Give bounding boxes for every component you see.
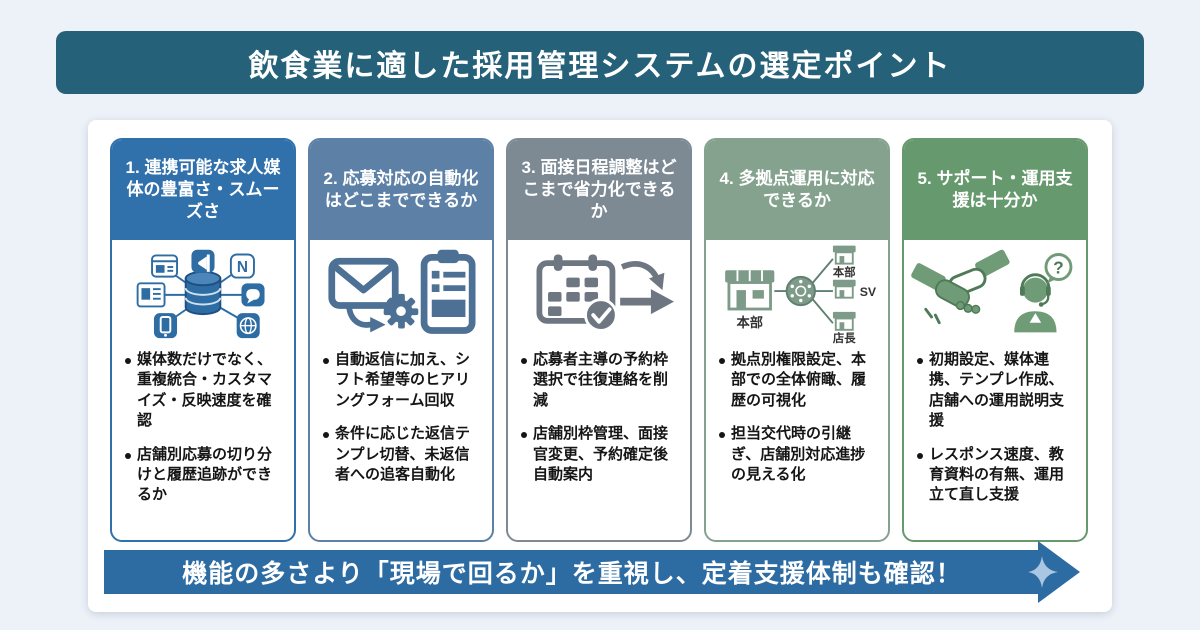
store-label-branch-top: 本部 [833, 265, 856, 279]
point-card-2-title: 2. 応募対応の自動化はどこまでできるか [323, 168, 479, 210]
points-row: 1. 連携可能な求人媒体の豊富さ・スムーズさ [110, 138, 1088, 542]
main-card: 1. 連携可能な求人媒体の豊富さ・スムーズさ [88, 120, 1112, 612]
store-label-hq-main: 本部 [737, 314, 763, 330]
bullet-item: 担当交代時の引継ぎ、店舗別対応進捗の見える化 [718, 424, 878, 485]
point-card-4: 4. 多拠点運用に対応できるか [704, 138, 890, 542]
bullet-item: 初期設定、媒体連携、テンプレ作成、店舗への運用説明支援 [916, 350, 1076, 432]
point-card-3: 3. 面接日程調整はどこまで省力化できるか [506, 138, 692, 542]
point-card-1: 1. 連携可能な求人媒体の豊富さ・スムーズさ [110, 138, 296, 542]
n-badge-label: N [237, 259, 248, 276]
question-mark-label: ? [1053, 258, 1064, 278]
multi-location-icon: 本部 本部 [725, 245, 877, 344]
support-icon: ? [911, 249, 1073, 333]
bullet-item: 店舗別応募の切り分けと履歴追跡ができるか [124, 445, 284, 506]
title-banner: 飲食業に適した採用管理システムの選定ポイント [56, 31, 1144, 94]
media-hub-icon: N [136, 249, 265, 339]
point-card-4-header: 4. 多拠点運用に対応できるか [706, 140, 888, 240]
calendar-schedule-icon [536, 254, 674, 332]
point-card-5: 5. サポート・運用支援は十分か [902, 138, 1088, 542]
bullet-item: 店舗別枠管理、面接官変更、予約確定後自動案内 [520, 424, 680, 485]
point-card-4-bullets: 拠点別権限設定、本部での全体俯瞰、履歴の可視化 担当交代時の引継ぎ、店舗別対応進… [718, 350, 878, 485]
bullet-item: レスポンス速度、教育資料の有無、運用立て直し支援 [916, 445, 1076, 506]
point-card-1-title: 1. 連携可能な求人媒体の豊富さ・スムーズさ [125, 157, 281, 222]
bullet-item: 条件に応じた返信テンプレ切替、未返信者への追客自動化 [322, 424, 482, 485]
point-card-5-title: 5. サポート・運用支援は十分か [917, 168, 1073, 210]
point-card-3-title: 3. 面接日程調整はどこまで省力化できるか [521, 157, 677, 222]
bullet-item: 媒体数だけでなく、重複統合・カスタマイズ・反映速度を確認 [124, 350, 284, 432]
point-card-2-header: 2. 応募対応の自動化はどこまでできるか [310, 140, 492, 240]
point-card-1-header: 1. 連携可能な求人媒体の豊富さ・スムーズさ [112, 140, 294, 240]
point-card-3-bullets: 応募者主導の予約枠選択で往復連絡を削減 店舗別枠管理、面接官変更、予約確定後自動… [520, 350, 680, 485]
point-card-2-bullets: 自動返信に加え、シフト希望等のヒアリングフォーム回収 条件に応じた返信テンプレ切… [322, 350, 482, 485]
conclusion-text: 機能の多さより「現場で回るか」を重視し、定着支援体制も確認！ [182, 560, 962, 588]
page-title: 飲食業に適した採用管理システムの選定ポイント [248, 49, 952, 83]
bullet-item: 応募者主導の予約枠選択で往復連絡を削減 [520, 350, 680, 411]
point-card-5-header: 5. サポート・運用支援は十分か [904, 140, 1086, 240]
point-card-2: 2. 応募対応の自動化はどこまでできるか [308, 138, 494, 542]
arrow-right-icon [1028, 541, 1080, 603]
point-card-4-title: 4. 多拠点運用に対応できるか [719, 168, 875, 210]
mail-automation-icon [328, 249, 476, 334]
point-card-3-header: 3. 面接日程調整はどこまで省力化できるか [508, 140, 690, 240]
store-label-branch-manager: 店長 [832, 331, 856, 344]
point-card-1-bullets: 媒体数だけでなく、重複統合・カスタマイズ・反映速度を確認 店舗別応募の切り分けと… [124, 350, 284, 506]
bullet-item: 拠点別権限設定、本部での全体俯瞰、履歴の可視化 [718, 350, 878, 411]
store-label-branch-sv: SV [860, 285, 877, 299]
conclusion-banner: 機能の多さより「現場で回るか」を重視し、定着支援体制も確認！ [104, 550, 1040, 594]
bullet-item: 自動返信に加え、シフト希望等のヒアリングフォーム回収 [322, 350, 482, 411]
point-card-5-bullets: 初期設定、媒体連携、テンプレ作成、店舗への運用説明支援 レスポンス速度、教育資料… [916, 350, 1076, 506]
